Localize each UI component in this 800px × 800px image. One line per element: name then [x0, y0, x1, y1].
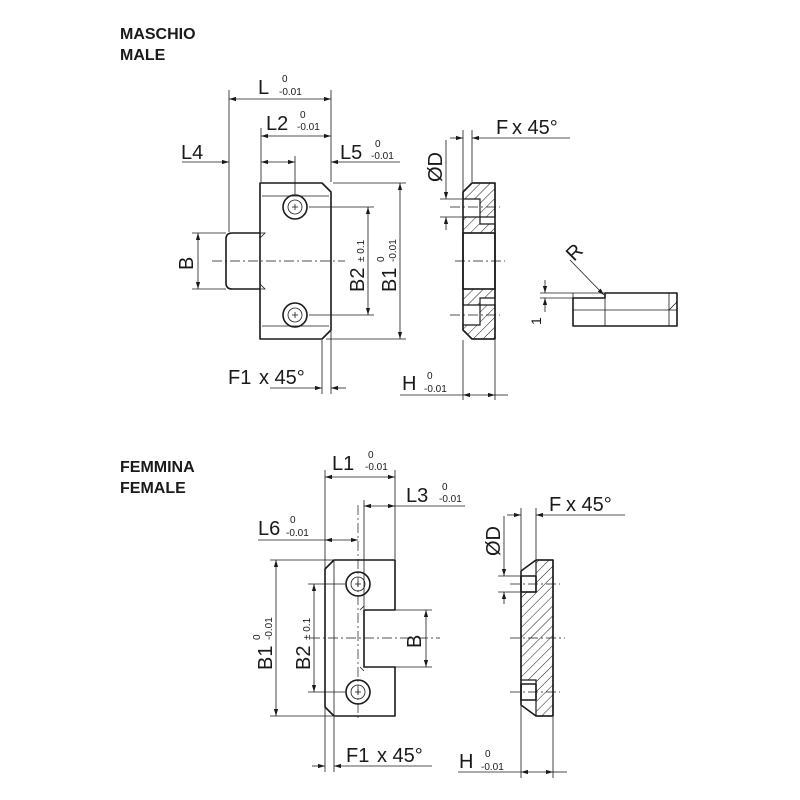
female-F-label: F [549, 494, 561, 516]
male-title-it: MASCHIO [120, 26, 196, 43]
female-section: FEMMINA FEMALE [120, 450, 625, 778]
male-L5-tol-plus: 0 [375, 139, 381, 150]
male-B1-tol-plus: 0 [376, 256, 387, 262]
male-front-view [212, 182, 345, 340]
male-one-label: 1 [528, 317, 544, 325]
male-B1-label: B1 [379, 268, 401, 292]
male-B1-tol-minus: -0.01 [388, 239, 399, 262]
male-dim-B: B [176, 232, 226, 290]
male-L-label: L [258, 77, 269, 99]
male-dim-B2: B2 ± 0.1 [309, 206, 374, 316]
male-detail-view: 1 R [528, 240, 678, 327]
male-dim-B1: B1 0 -0.01 [326, 182, 406, 340]
male-bottom-hole [282, 302, 308, 328]
male-F-label: F [496, 117, 508, 139]
male-H-label: H [402, 373, 416, 395]
female-B1-tol-minus: -0.01 [264, 617, 275, 640]
male-section: MASCHIO MALE [120, 26, 678, 400]
female-side-view [510, 559, 565, 717]
female-B-label: B [404, 635, 426, 648]
male-side-view [450, 182, 505, 340]
female-F-angle: x 45° [566, 494, 612, 516]
female-B2-tol: ± 0.1 [302, 617, 313, 640]
female-dim-H: H 0 -0.01 [458, 706, 567, 778]
male-R-label: R [562, 240, 588, 266]
male-L5-label: L5 [340, 142, 362, 164]
female-H-tol-minus: -0.01 [481, 762, 504, 773]
male-L2-label: L2 [266, 113, 288, 135]
female-dim-B1: B1 0 -0.01 [252, 559, 333, 717]
male-F1-angle: x 45° [259, 367, 305, 389]
female-title-it: FEMMINA [120, 459, 195, 476]
female-dim-L1: L1 0 -0.01 [324, 450, 396, 568]
female-L3-tol-minus: -0.01 [439, 494, 462, 505]
female-D-label: ØD [483, 526, 505, 556]
female-L1-tol-plus: 0 [368, 450, 374, 461]
female-F1-angle: x 45° [377, 745, 423, 767]
male-L-tol-minus: -0.01 [279, 87, 302, 98]
female-front-view [310, 505, 440, 720]
female-B1-tol-plus: 0 [252, 634, 263, 640]
female-H-tol-plus: 0 [485, 749, 491, 760]
female-H-label: H [459, 751, 473, 773]
male-title-en: MALE [120, 47, 166, 64]
male-dim-L4-L5: L4 L5 0 -0.01 [181, 139, 400, 194]
female-B2-label: B2 [293, 646, 315, 670]
female-dim-F1: F1 x 45° [312, 708, 432, 772]
male-dim-H: H 0 -0.01 [400, 340, 508, 400]
male-B2-tol: ± 0.1 [356, 239, 367, 262]
female-L1-tol-minus: -0.01 [365, 462, 388, 473]
female-dim-B2: B2 ± 0.1 [293, 583, 345, 693]
female-dim-L3: L3 0 -0.01 [363, 482, 465, 609]
male-top-hole [282, 194, 308, 220]
male-L2-tol-plus: 0 [300, 110, 306, 121]
male-dim-D-F: ØD F x 45° [425, 117, 570, 230]
male-D-label: ØD [425, 152, 447, 182]
female-title-en: FEMALE [120, 480, 186, 497]
female-L6-label: L6 [258, 518, 280, 540]
male-L-tol-plus: 0 [282, 74, 288, 85]
male-B-label: B [176, 257, 198, 270]
male-dim-L: L 0 -0.01 [228, 74, 332, 232]
female-F1-label: F1 [346, 745, 369, 767]
female-L3-tol-plus: 0 [442, 482, 448, 493]
female-L6-tol-minus: -0.01 [286, 528, 309, 539]
male-H-tol-plus: 0 [427, 371, 433, 382]
male-L2-tol-minus: -0.01 [297, 122, 320, 133]
female-L3-label: L3 [406, 485, 428, 507]
female-dim-L6: L6 0 -0.01 [258, 515, 358, 543]
male-F-angle: x 45° [512, 117, 558, 139]
female-dim-D-F: ØD F x 45° [483, 494, 625, 604]
female-L1-label: L1 [332, 453, 354, 475]
male-H-tol-minus: -0.01 [424, 384, 447, 395]
male-L4-label: L4 [181, 142, 203, 164]
male-F1-label: F1 [228, 367, 251, 389]
female-dim-B: B [395, 609, 432, 668]
female-L6-tol-plus: 0 [290, 515, 296, 526]
male-B2-label: B2 [347, 268, 369, 292]
female-B1-label: B1 [255, 646, 277, 670]
male-dim-L2: L2 0 -0.01 [260, 110, 331, 182]
male-L5-tol-minus: -0.01 [371, 151, 394, 162]
male-dim-F1: F1 x 45° [228, 331, 346, 394]
